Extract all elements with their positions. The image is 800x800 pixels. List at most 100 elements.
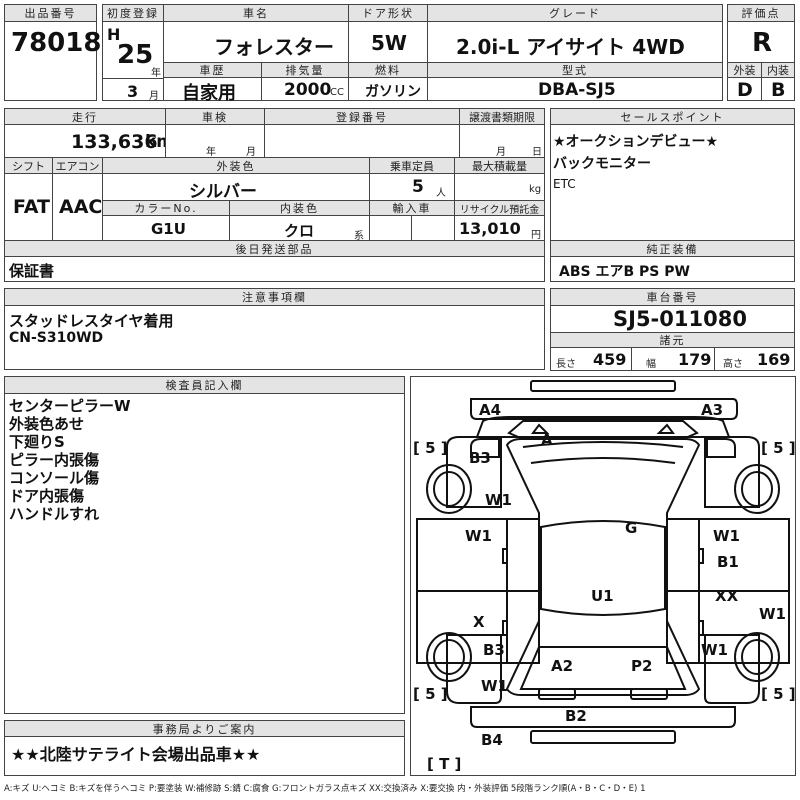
mark-w1-rear-left: W1	[481, 677, 508, 695]
mileage-cell: 133,636 km	[4, 124, 174, 158]
interior-color-unit: 系	[354, 231, 364, 242]
legend: A:キズ U:ヘコミ B:キズを伴うヘコミ P:要塗装 W:補修跡 S:錆 C:…	[4, 784, 646, 794]
inspection-cell: 年 月	[165, 124, 265, 158]
model-code: DBA-SJ5	[538, 80, 616, 100]
grade: 2.0i-L アイサイト 4WD	[456, 35, 685, 59]
car-outline	[416, 380, 790, 744]
lot-number-label: 出品番号	[4, 4, 97, 22]
inspector-line-1: センターピラーW	[9, 397, 131, 415]
shift-label: シフト	[4, 157, 53, 174]
fuel-cell: ガソリン	[348, 77, 428, 101]
ac-cell: AAC	[52, 173, 103, 241]
mark-w1-right-rear: W1	[759, 605, 786, 623]
shift-cell: FAT	[4, 173, 53, 241]
office-cell: ★★北陸サテライト会場出品車★★	[4, 736, 405, 776]
lot-number-cell: 78018	[4, 21, 101, 101]
tire-rear-left: [ 5 ]	[413, 685, 448, 703]
height-label: 高さ	[723, 359, 743, 370]
displacement-label: 排気量	[261, 62, 349, 78]
mark-w1-rear-right: W1	[701, 641, 728, 659]
interior-color-cell: クロ 系	[229, 215, 370, 242]
grade-label: グレード	[427, 4, 723, 22]
year-unit: 年	[151, 68, 161, 79]
color-no-label: カラーNo.	[102, 200, 230, 216]
reg-no-cell	[264, 124, 460, 158]
score-cell: R	[727, 21, 795, 63]
car-name-label: 車名	[163, 4, 349, 22]
mark-b3-front: B3	[469, 449, 491, 467]
equipment: ABS エアB PS PW	[559, 264, 690, 280]
model-code-cell: DBA-SJ5	[427, 77, 723, 101]
car-diagram: A4 A3 A [ 5 ] [ 5 ] B3 W1 G W1 W1 B1 U1 …	[410, 376, 796, 776]
interior-color-label: 内装色	[229, 200, 370, 216]
inspection-year-unit: 年	[206, 147, 216, 158]
interior-score: B	[771, 79, 786, 101]
length: 459	[593, 350, 627, 369]
tire-front-left: [ 5 ]	[413, 439, 448, 457]
inspector-line-4: ピラー内張傷	[9, 451, 100, 469]
office-label: 事務局よりご案内	[4, 720, 405, 737]
mark-a: A	[541, 431, 553, 449]
inspector-line-2: 外装色あせ	[9, 415, 85, 433]
mark-w1-front-left: W1	[485, 491, 512, 509]
mark-u1: U1	[591, 587, 614, 605]
reg-year: 25	[117, 40, 154, 70]
inspector-label: 検査員記入欄	[4, 376, 405, 394]
transfer-label: 譲渡書類期限	[459, 108, 545, 125]
grade-cell: 2.0i-L アイサイト 4WD	[427, 21, 723, 63]
width-cell: 幅 179	[631, 347, 715, 371]
sales-point-3: ETC	[553, 177, 576, 191]
fuel-label: 燃料	[348, 62, 428, 78]
door-type: 5W	[371, 31, 407, 55]
note-line-1: スタッドレスタイヤ着用	[9, 312, 174, 330]
tire-front-right: [ 5 ]	[761, 439, 796, 457]
transfer-month-unit: 月	[496, 147, 506, 158]
inspector-line-5: コンソール傷	[9, 469, 100, 487]
interior-color: クロ	[284, 222, 315, 240]
max-load-unit: kg	[529, 184, 542, 195]
import-cell-1	[369, 215, 412, 241]
inspection-label: 車検	[165, 108, 265, 125]
mark-b1: B1	[717, 553, 739, 571]
mileage: 133,636	[71, 131, 158, 153]
mark-x: X	[473, 613, 485, 631]
exterior-score: D	[737, 79, 753, 101]
mark-a3: A3	[701, 401, 724, 419]
first-reg-month-cell: 3 月	[102, 78, 164, 102]
notes-cell: スタッドレスタイヤ着用 CN-S310WD	[4, 305, 545, 370]
mark-a2: A2	[551, 657, 574, 675]
chassis-cell: SJ5-011080	[550, 305, 795, 333]
inspector-line-6: ドア内張傷	[9, 487, 85, 505]
mark-w1-left-door: W1	[465, 527, 492, 545]
inspector-line-3: 下廻りS	[9, 433, 65, 451]
first-reg-label: 初度登録	[102, 4, 164, 22]
color: シルバー	[189, 182, 257, 202]
later-parts-label: 後日発送部品	[4, 240, 545, 257]
reg-month: 3	[127, 82, 139, 101]
color-no: G1U	[151, 220, 186, 238]
capacity-label: 乗車定員	[369, 157, 455, 174]
equipment-label: 純正装備	[550, 240, 795, 257]
height: 169	[757, 350, 791, 369]
displacement-unit: CC	[330, 87, 344, 98]
era: H	[107, 25, 121, 44]
mark-xx: XX	[715, 587, 739, 605]
fuel: ガソリン	[365, 84, 421, 100]
mark-g: G	[625, 519, 638, 537]
sales-point-2: バックモニター	[553, 156, 651, 172]
import-label: 輸入車	[369, 200, 455, 216]
color-cell: シルバー	[102, 173, 370, 202]
color-label: 外装色	[102, 157, 370, 174]
inspector-cell: センターピラーW 外装色あせ 下廻りS ピラー内張傷 コンソール傷 ドア内張傷 …	[4, 393, 405, 714]
mark-p2: P2	[631, 657, 653, 675]
spec-label: 諸元	[550, 332, 795, 348]
lot-number: 78018	[11, 28, 102, 58]
car-name-cell: フォレスター	[163, 21, 349, 63]
inspection-month-unit: 月	[246, 147, 256, 158]
color-no-cell: G1U	[102, 215, 230, 241]
tire-rear-right: [ 5 ]	[761, 685, 796, 703]
ac: AAC	[59, 196, 103, 218]
capacity-unit: 人	[436, 188, 446, 199]
length-cell: 長さ 459	[550, 347, 632, 371]
chassis-number: SJ5-011080	[613, 307, 747, 331]
